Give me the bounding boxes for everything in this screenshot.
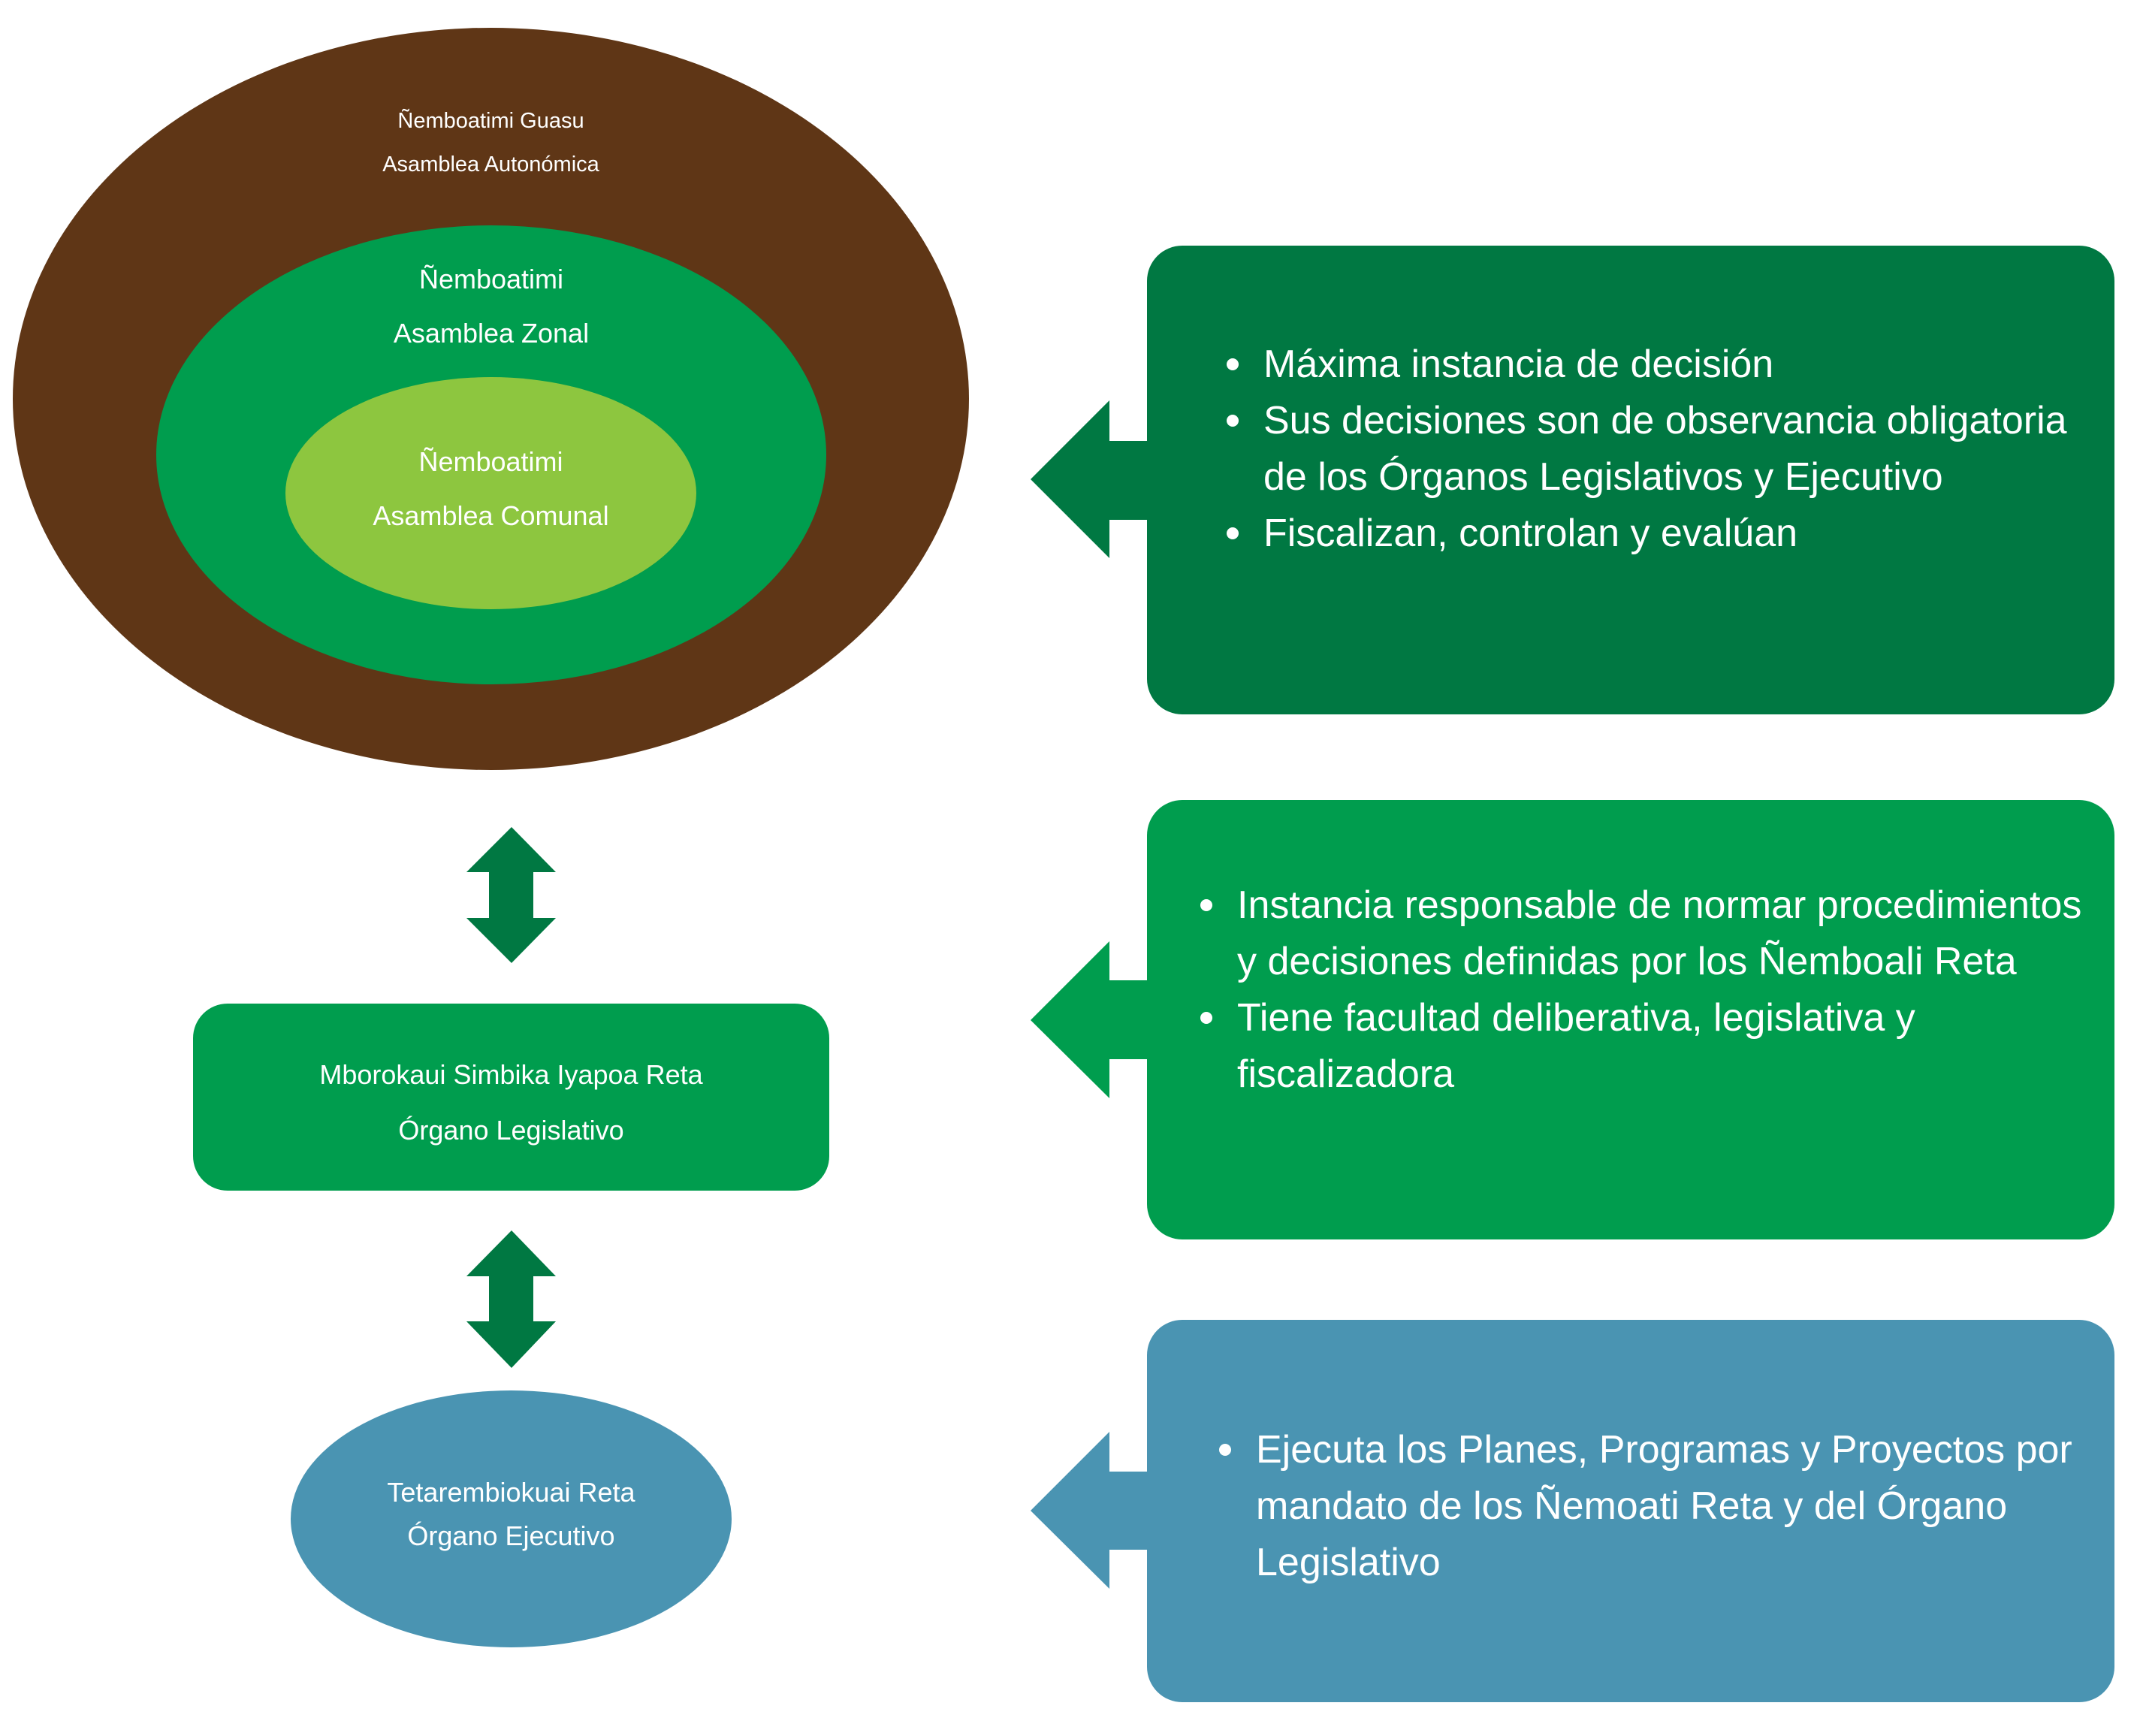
bullet-icon (1227, 358, 1239, 370)
legislative-name: Mborokaui Simbika Iyapoa Reta (319, 1059, 703, 1090)
bullet-icon (1227, 527, 1239, 539)
assembly-autonomous-name: Ñemboatimi Guasu (397, 109, 584, 133)
assembly-description-box (1147, 246, 2114, 714)
list-item: Ejecuta los Planes, Programas y Proyecto… (1219, 1422, 2082, 1591)
bullet-icon (1219, 1444, 1231, 1456)
bullet-icon (1200, 899, 1212, 911)
list-item: Máxima instancia de decisión (1227, 337, 2097, 393)
left-arrow-shape (1031, 1432, 1151, 1589)
legislative-description-box (1147, 800, 2114, 1239)
double-arrow-icon (466, 827, 556, 963)
assembly-communal-ellipse (285, 377, 696, 609)
list-item: Sus decisiones son de observancia obliga… (1227, 393, 2097, 506)
left-arrow-shape (1031, 400, 1151, 558)
assembly-description-list: Máxima instancia de decisión Sus decisio… (1227, 337, 2097, 562)
legislative-role: Órgano Legislativo (398, 1115, 624, 1146)
list-item: Tiene facultad deliberativa, legislativa… (1200, 990, 2101, 1103)
list-item: Fiscalizan, controlan y evalúan (1227, 506, 2097, 562)
left-arrow-shape (1031, 941, 1151, 1098)
bullet-icon (1227, 415, 1239, 427)
left-arrow-icon (1031, 1432, 1151, 1589)
assembly-autonomous-label: Ñemboatimi Guasu Asamblea Autonómica (13, 99, 969, 186)
list-item: Instancia responsable de normar procedim… (1200, 877, 2101, 990)
bullet-icon (1200, 1012, 1212, 1024)
legislative-description-list: Instancia responsable de normar procedim… (1200, 877, 2101, 1103)
legislative-label: Mborokaui Simbika Iyapoa Reta Órgano Leg… (193, 1047, 829, 1158)
double-arrow-shape (466, 1230, 556, 1368)
assembly-communal-label: Ñemboatimi Asamblea Comunal (285, 435, 696, 543)
assembly-zonal-name: Ñemboatimi (418, 264, 564, 294)
assembly-zonal-role: Asamblea Zonal (393, 318, 590, 349)
executive-description-box (1147, 1320, 2114, 1702)
assembly-autonomous-role: Asamblea Autonómica (382, 152, 599, 177)
executive-description-list: Ejecuta los Planes, Programas y Proyecto… (1219, 1422, 2082, 1591)
double-arrow-shape (466, 827, 556, 963)
assembly-zonal-label: Ñemboatimi Asamblea Zonal (156, 252, 826, 361)
left-arrow-icon (1031, 400, 1151, 558)
executive-role: Órgano Ejecutivo (407, 1520, 615, 1551)
executive-name: Tetarembiokuai Reta (387, 1477, 635, 1508)
legislative-box (193, 1004, 829, 1191)
double-arrow-icon (466, 1230, 556, 1368)
executive-label: Tetarembiokuai Reta Órgano Ejecutivo (291, 1471, 732, 1558)
assembly-communal-role: Asamblea Comunal (373, 500, 609, 531)
executive-ellipse (291, 1390, 732, 1647)
assembly-communal-name: Ñemboatimi (418, 446, 563, 477)
left-arrow-icon (1031, 941, 1151, 1098)
